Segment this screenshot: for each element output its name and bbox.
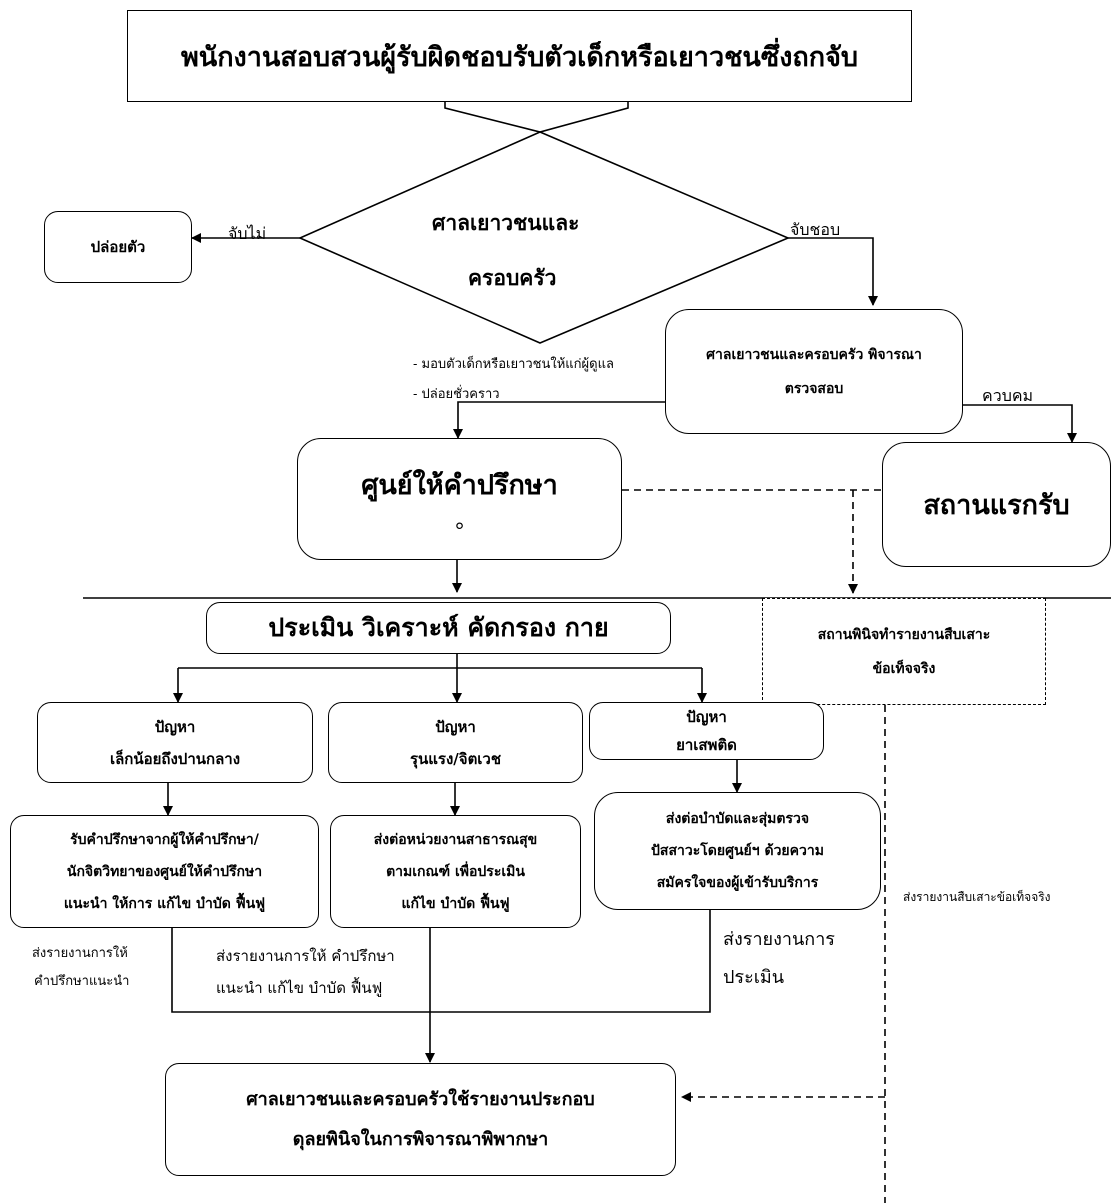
connector-report-left	[171, 928, 430, 1013]
connector-report-right	[430, 910, 711, 1013]
fact-report-label: ส่งรายงานสืบเสาะข้อเท็จจริง	[903, 890, 1051, 904]
court-line-2: ครอบครัว	[468, 265, 557, 290]
interim-note-1: - มอบตัวเด็กหรือเยาวชนให้แก่ผู้ดูแล	[413, 357, 614, 372]
problem-drug-heading: ปัญหา	[686, 708, 727, 726]
action-counsel-line-2: นักจิตวิทยาของศูนย์ให้คำปรึกษา	[66, 863, 263, 880]
action-health-line-3: แก้ไข บำบัด ฟื้นฟู	[401, 895, 510, 912]
counseling-center-title: ศูนย์ให้คำปรึกษา	[361, 469, 558, 501]
action-box-drug: ส่งต่อบำบัดและสุ่มตรวจ ปัสสาวะโดยศูนย์ฯ …	[594, 792, 881, 910]
investigator-title: พนักงานสอบสวนผู้รับผิดชอบรับตัวเด็กหรือเ…	[180, 41, 859, 73]
arrow-interim-release	[453, 401, 665, 439]
problem-mild-desc: เล็กน้อยถึงปานกลาง	[109, 749, 241, 768]
action-drug-line-3: สมัครใจของผู้เข้ารับบริการ	[656, 875, 819, 891]
probation-line-2: ข้อเท็จจริง	[872, 660, 936, 677]
final-judgment-box: ศาลเยาวชนและครอบครัวใช้รายงานประกอบ ดุลย…	[165, 1063, 676, 1176]
connector-top-to-court	[444, 102, 629, 133]
action-health-line-1: ส่งต่อหน่วยงานสาธารณสุข	[373, 831, 538, 848]
release-box: ปล่อยตัว	[44, 211, 192, 283]
decision-diamond	[298, 131, 791, 344]
assessment-box: ประเมิน วิเคราะห์ คัดกรอง กาย	[206, 602, 671, 654]
final-line-2: ดุลยพินิจในการพิจารณาพิพากษา	[292, 1128, 549, 1150]
problem-severe-heading: ปัญหา	[435, 717, 476, 736]
problem-drug-desc: ยาเสพติด	[676, 736, 737, 754]
court-line-1: ศาลเยาวชนและ	[432, 210, 580, 235]
counseling-center-box: ศูนย์ให้คำปรึกษา ๐	[297, 438, 622, 560]
release-label: ปล่อยตัว	[90, 238, 146, 256]
report-middle-line-2: แนะนำ แก้ไข บำบัด ฟื้นฟู	[216, 979, 383, 997]
problem-mild-heading: ปัญหา	[154, 717, 196, 736]
final-line-1: ศาลเยาวชนและครอบครัวใช้รายงานประกอบ	[246, 1088, 595, 1110]
action-drug-line-1: ส่งต่อบำบัดและสุ่มตรวจ	[665, 811, 810, 827]
action-counsel-line-3: แนะนำ ให้การ แก้ไข บำบัด ฟื้นฟู	[63, 895, 266, 912]
shelter-box: สถานแรกรับ	[882, 442, 1111, 567]
report-right-line-2: ประเมิน	[723, 967, 785, 988]
report-left-line-2: คำปรึกษาแนะนำ	[34, 974, 130, 989]
caught-label: จับชอบ	[790, 220, 841, 239]
court-examine-box: ศาลเยาวชนและครอบครัว พิจารณา ตรวจสอบ	[665, 309, 963, 434]
action-counsel-line-1: รับคำปรึกษาจากผู้ให้คำปรึกษา/	[70, 831, 259, 848]
arrow-control	[958, 404, 1077, 443]
action-box-health: ส่งต่อหน่วยงานสาธารณสุข ตามเกณฑ์ เพื่อปร…	[330, 815, 581, 928]
probation-line-1: สถานพินิจทำรายงานสืบเสาะ	[817, 626, 991, 643]
action-drug-line-2: ปัสสาวะโดยศูนย์ฯ ด้วยความ	[651, 843, 824, 859]
problem-box-drug: ปัญหา ยาเสพติด	[589, 702, 824, 760]
assessment-title: ประเมิน วิเคราะห์ คัดกรอง กาย	[268, 613, 609, 642]
shelter-title: สถานแรกรับ	[923, 490, 1070, 521]
report-middle-line-1: ส่งรายงานการให้ คำปรึกษา	[216, 947, 395, 965]
not-caught-label: จับไม่	[228, 224, 267, 243]
report-left-line-1: ส่งรายงานการให้	[32, 946, 128, 961]
arrow-caught	[788, 237, 878, 306]
examine-line-1: ศาลเยาวชนและครอบครัว พิจารณา	[706, 346, 922, 363]
report-right-line-1: ส่งรายงานการ	[723, 929, 835, 950]
problem-severe-desc: รุนแรง/จิตเวช	[409, 749, 502, 768]
control-label: ควบคม	[982, 386, 1034, 405]
probation-report-box: สถานพินิจทำรายงานสืบเสาะ ข้อเท็จจริง	[762, 598, 1046, 705]
interim-note-2: - ปล่อยชั่วคราว	[413, 387, 500, 402]
problem-box-mild: ปัญหา เล็กน้อยถึงปานกลาง	[37, 702, 313, 783]
investigator-box: พนักงานสอบสวนผู้รับผิดชอบรับตัวเด็กหรือเ…	[127, 10, 912, 102]
examine-line-2: ตรวจสอบ	[784, 380, 844, 397]
problem-box-severe: ปัญหา รุนแรง/จิตเวช	[328, 702, 583, 783]
action-box-counsel: รับคำปรึกษาจากผู้ให้คำปรึกษา/ นักจิตวิทย…	[10, 815, 319, 928]
counseling-center-mark: ๐	[455, 516, 464, 533]
action-health-line-2: ตามเกณฑ์ เพื่อประเมิน	[386, 863, 525, 880]
